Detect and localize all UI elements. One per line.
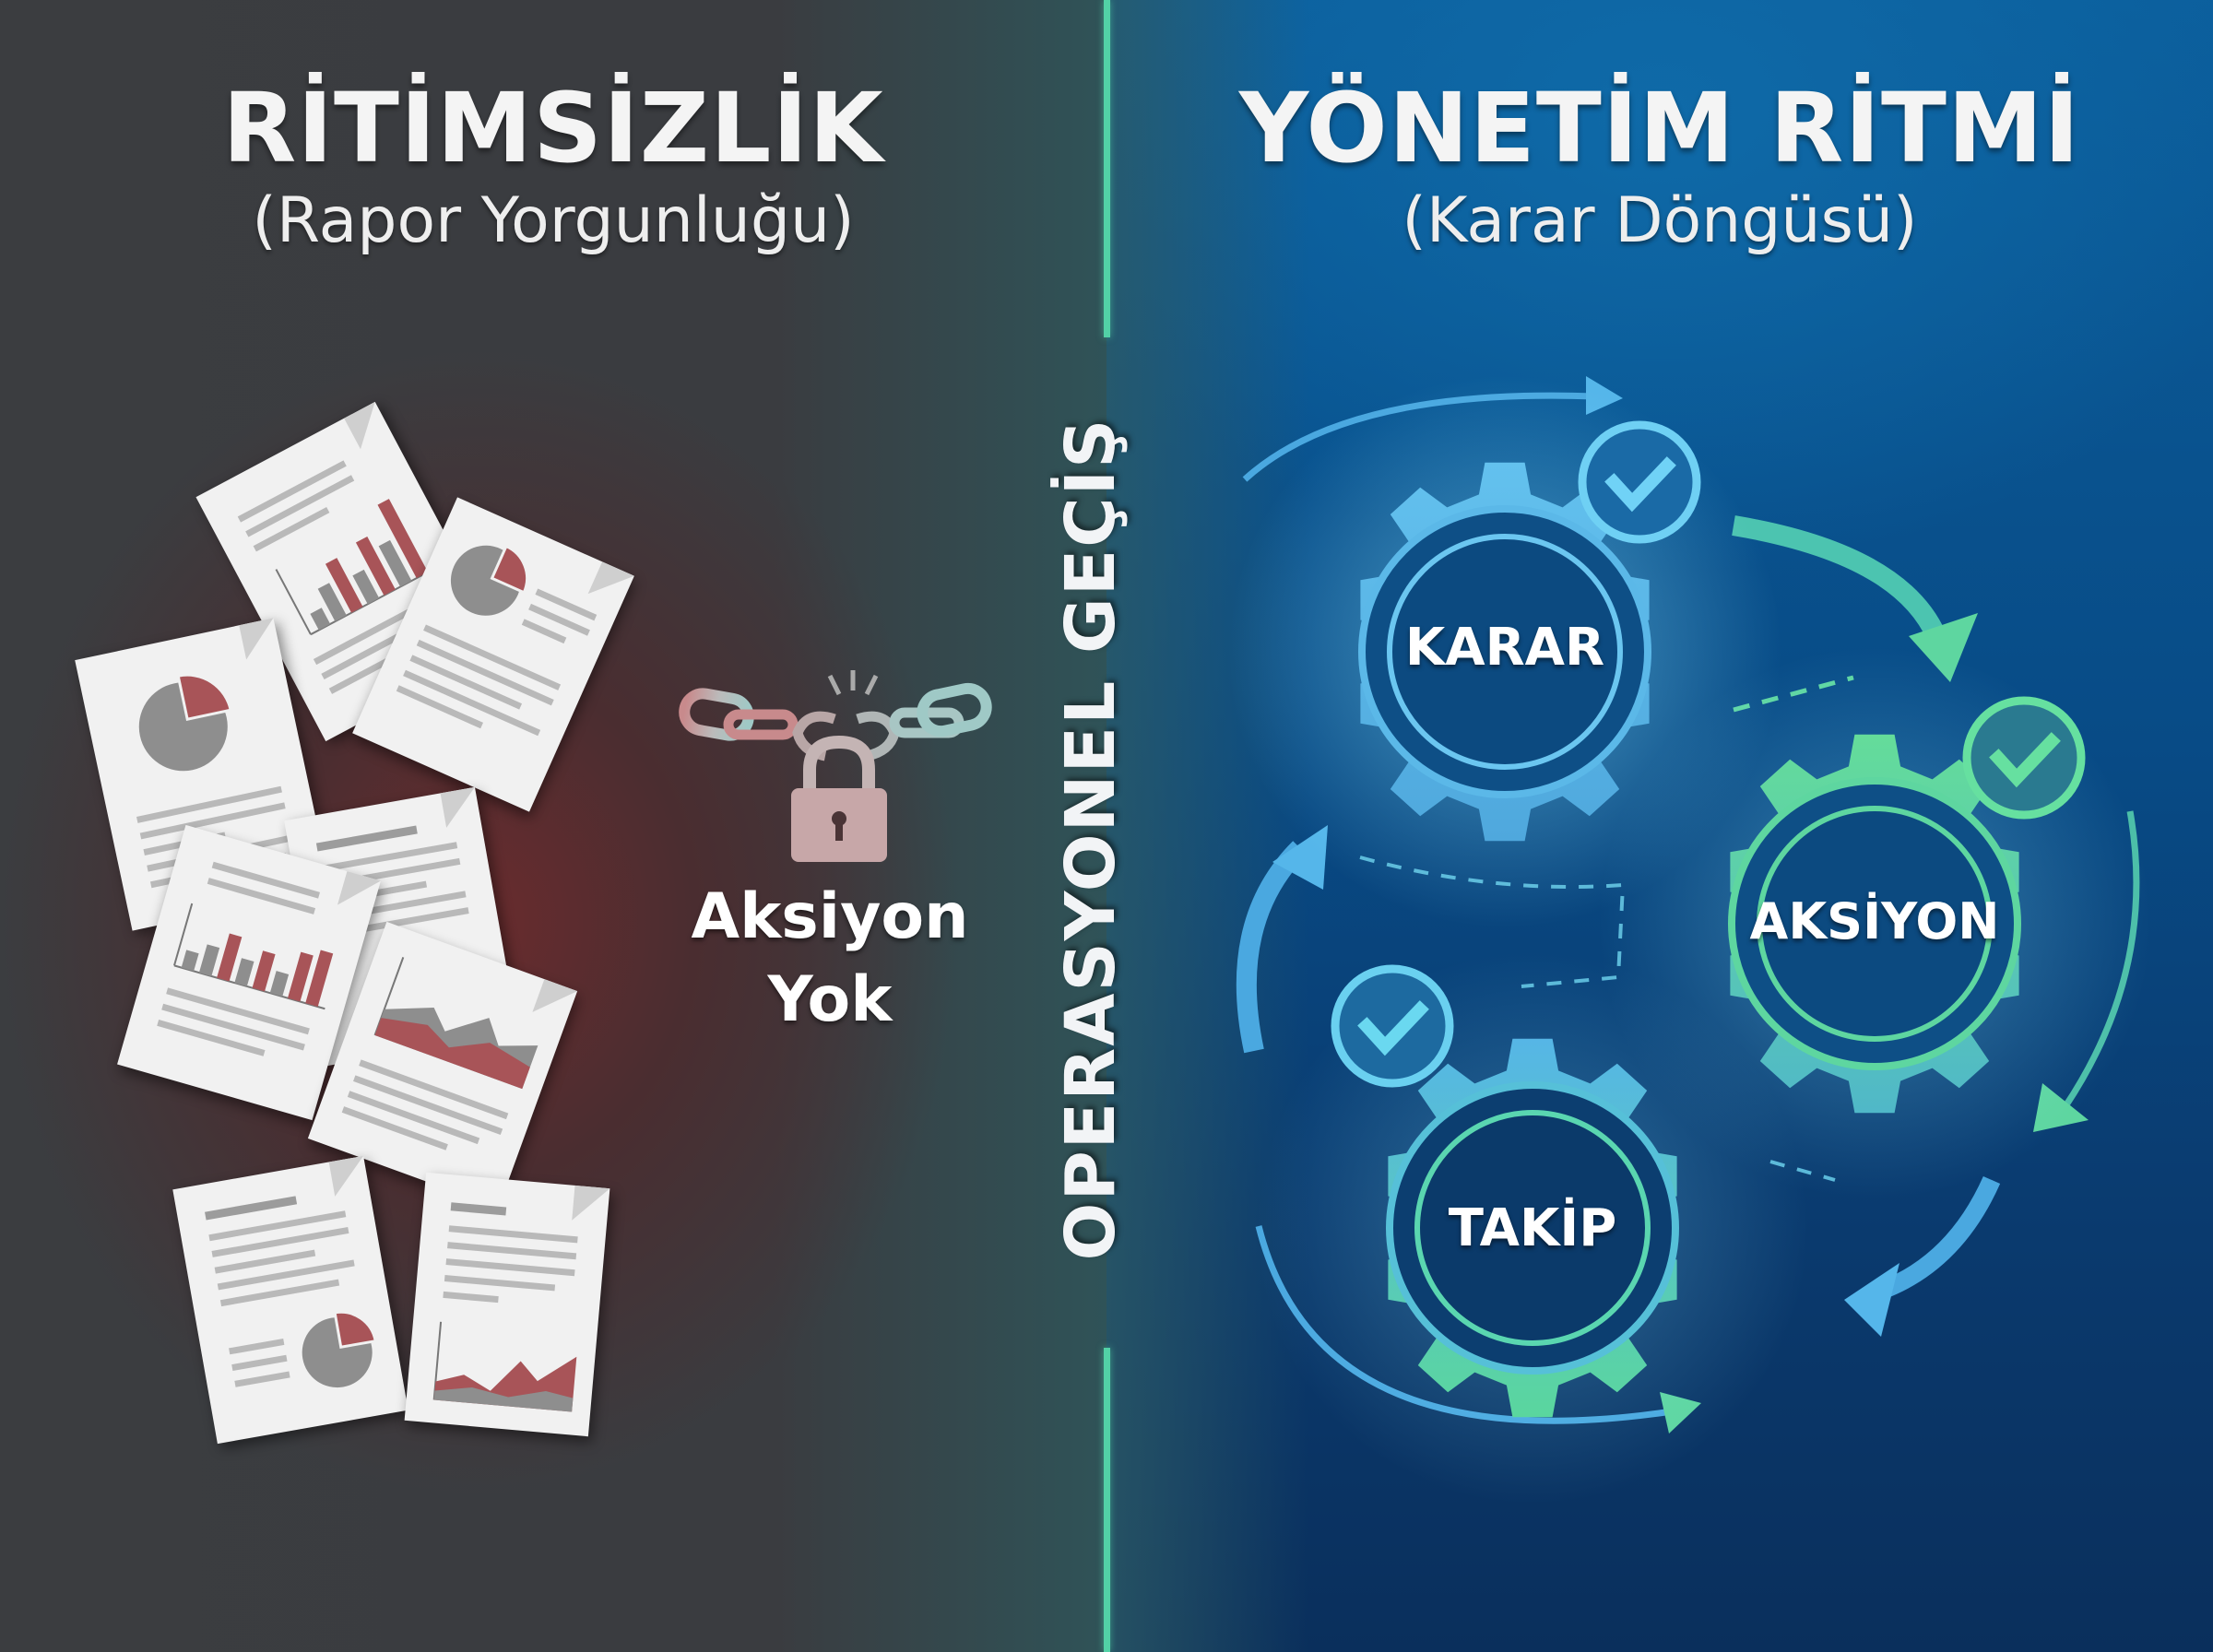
no-action-label-line2: Yok: [767, 963, 893, 1036]
break-spark: [827, 674, 842, 696]
pie-chart-icon: [138, 673, 232, 772]
right-subtitle: (Karar Döngüsü): [1402, 184, 1918, 257]
transition-label: OPERASYONEL GEÇİŞ: [1051, 417, 1130, 1261]
gear-label-takip: TAKİP: [1448, 1198, 1617, 1258]
left-panel-no-rhythm: RİTİMSİZLİK (Rapor Yorgunluğu): [0, 0, 1106, 1652]
report-document-bar-chart: [117, 824, 381, 1121]
bar-chart-icon: [173, 903, 334, 1010]
bar-chart-icon: [275, 499, 433, 636]
left-title: RİTİMSİZLİK: [222, 72, 884, 184]
report-document-pie-chart: [352, 497, 634, 812]
gear-label-karar: KARAR: [1404, 618, 1605, 678]
check-badge-karar: [1578, 420, 1701, 544]
check-badge-aksiyon: [1962, 696, 2086, 820]
arrow-to-takip: [1844, 1263, 1899, 1337]
arrow-to-aksiyon: [1909, 613, 1978, 682]
report-document-pie-chart: [172, 1155, 408, 1445]
right-title: YÖNETİM RİTMİ: [1238, 72, 2081, 184]
gear-label-aksiyon: AKSİYON: [1749, 892, 2000, 950]
area-chart-icon: [432, 1321, 577, 1412]
pie-chart-icon: [302, 1310, 377, 1388]
gear-takip: [1256, 951, 1809, 1504]
area-chart-icon: [373, 957, 538, 1090]
right-panel-management-rhythm: YÖNETİM RİTMİ (Karar Döngüsü): [1106, 0, 2213, 1652]
pie-chart-icon: [450, 544, 529, 616]
check-badge-takip: [1331, 964, 1454, 1088]
broken-chain-icon: [679, 670, 992, 761]
left-subtitle: (Rapor Yorgunluğu): [252, 184, 855, 257]
transition-divider-top: [1104, 0, 1110, 337]
report-document-bar-chart: [195, 401, 505, 742]
report-document-pie-chart: [75, 618, 331, 931]
decision-cycle-diagram: [1228, 375, 2151, 1504]
transition-divider-bottom: [1104, 1348, 1110, 1652]
report-document-area-chart: [404, 1172, 610, 1437]
padlock-icon: [791, 735, 887, 862]
report-document-area-chart: [307, 921, 578, 1209]
no-action-label-line1: Aksiyon: [691, 880, 969, 953]
